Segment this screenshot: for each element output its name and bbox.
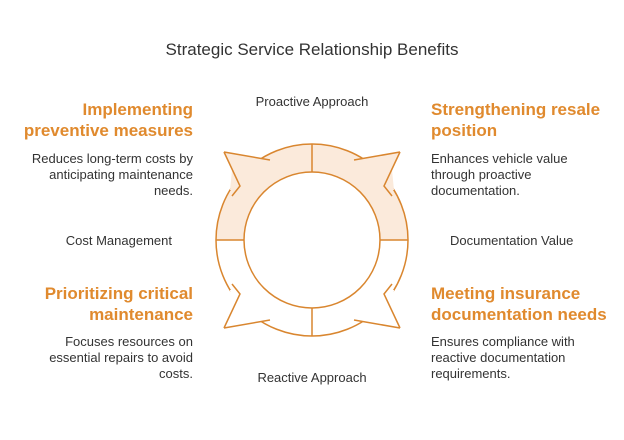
desc-critical-maintenance: Focuses resources on essential repairs t… (49, 334, 193, 382)
heading-line: maintenance (89, 305, 193, 324)
desc-line: needs. (153, 183, 193, 198)
cycle-arrow-bottom-right (353, 283, 401, 329)
page-title: Strategic Service Relationship Benefits (165, 40, 459, 59)
desc-line: Ensures compliance with (431, 334, 575, 349)
heading-line: Prioritizing critical (44, 284, 193, 303)
desc-line: reactive documentation (431, 350, 566, 365)
desc-preventive-measures: Reduces long-term costs by anticipating … (32, 151, 193, 199)
desc-line: costs. (159, 366, 193, 381)
axis-label-right: Documentation Value (450, 233, 574, 248)
heading-line: position (431, 121, 498, 140)
cycle-arrow-bottom-left (223, 283, 271, 329)
heading-line: Implementing (82, 100, 193, 119)
cycle-inner-ring (243, 171, 381, 309)
heading-insurance-documentation: Meeting insurance documentation needs (431, 283, 607, 325)
heading-resale-position: Strengthening resale position (431, 99, 600, 141)
heading-line: Meeting insurance (431, 284, 581, 303)
desc-resale-position: Enhances vehicle value through proactive… (431, 151, 568, 199)
heading-preventive-measures: Implementing preventive measures (24, 99, 193, 141)
axis-label-left: Cost Management (65, 233, 172, 248)
desc-line: Enhances vehicle value (431, 151, 568, 166)
cycle-arrow-top-right (353, 151, 401, 197)
cycle-segment-top (216, 144, 408, 240)
heading-line: preventive measures (23, 121, 193, 140)
desc-line: through proactive (431, 167, 532, 182)
desc-line: Reduces long-term costs by (31, 151, 193, 166)
axis-label-top: Proactive Approach (255, 94, 369, 109)
heading-critical-maintenance: Prioritizing critical maintenance (45, 283, 193, 325)
axis-label-bottom: Reactive Approach (257, 370, 367, 385)
desc-line: anticipating maintenance (49, 167, 193, 182)
desc-line: requirements. (431, 366, 511, 381)
desc-insurance-documentation: Ensures compliance with reactive documen… (431, 334, 575, 382)
heading-line: Strengthening resale (431, 100, 601, 119)
heading-line: documentation needs (431, 305, 607, 324)
desc-line: essential repairs to avoid (49, 350, 193, 365)
desc-line: Focuses resources on (65, 334, 193, 349)
cycle-arrow-top-left (223, 151, 271, 197)
desc-line: documentation. (431, 183, 520, 198)
